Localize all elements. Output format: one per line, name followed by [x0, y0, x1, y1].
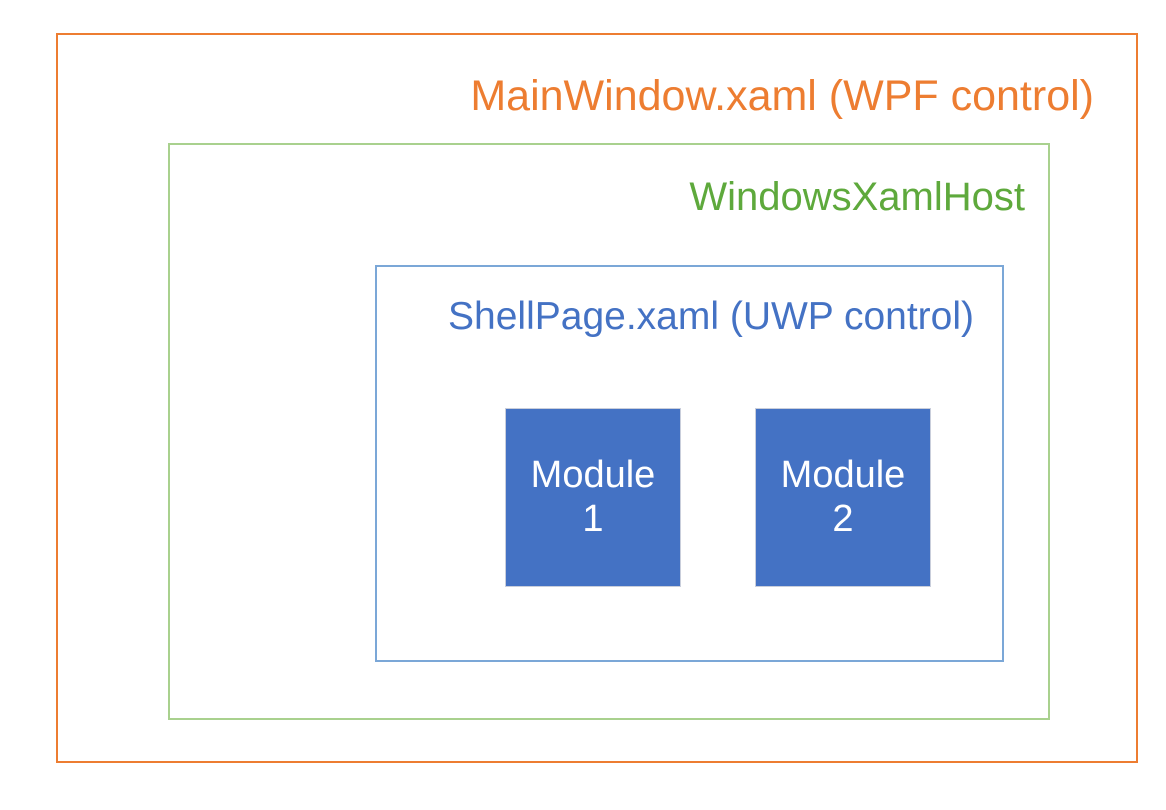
module-1-name: Module [530, 453, 656, 496]
label-shellpage-uwp: ShellPage.xaml (UWP control) [448, 295, 974, 338]
container-windowsxamlhost: WindowsXamlHost ShellPage.xaml (UWP cont… [168, 143, 1050, 720]
module-box-2: Module 2 [755, 408, 931, 587]
container-mainwindow-wpf: MainWindow.xaml (WPF control) WindowsXam… [56, 33, 1138, 763]
module-row: Module 1 Module 2 [505, 408, 931, 587]
container-shellpage-uwp: ShellPage.xaml (UWP control) Module 1 Mo… [375, 265, 1004, 662]
module-2-name: Module [780, 453, 906, 496]
label-windowsxamlhost: WindowsXamlHost [689, 175, 1025, 219]
module-1-index: 1 [582, 497, 604, 540]
module-2-index: 2 [832, 497, 854, 540]
module-box-1: Module 1 [505, 408, 681, 587]
label-mainwindow-wpf: MainWindow.xaml (WPF control) [470, 72, 1094, 120]
